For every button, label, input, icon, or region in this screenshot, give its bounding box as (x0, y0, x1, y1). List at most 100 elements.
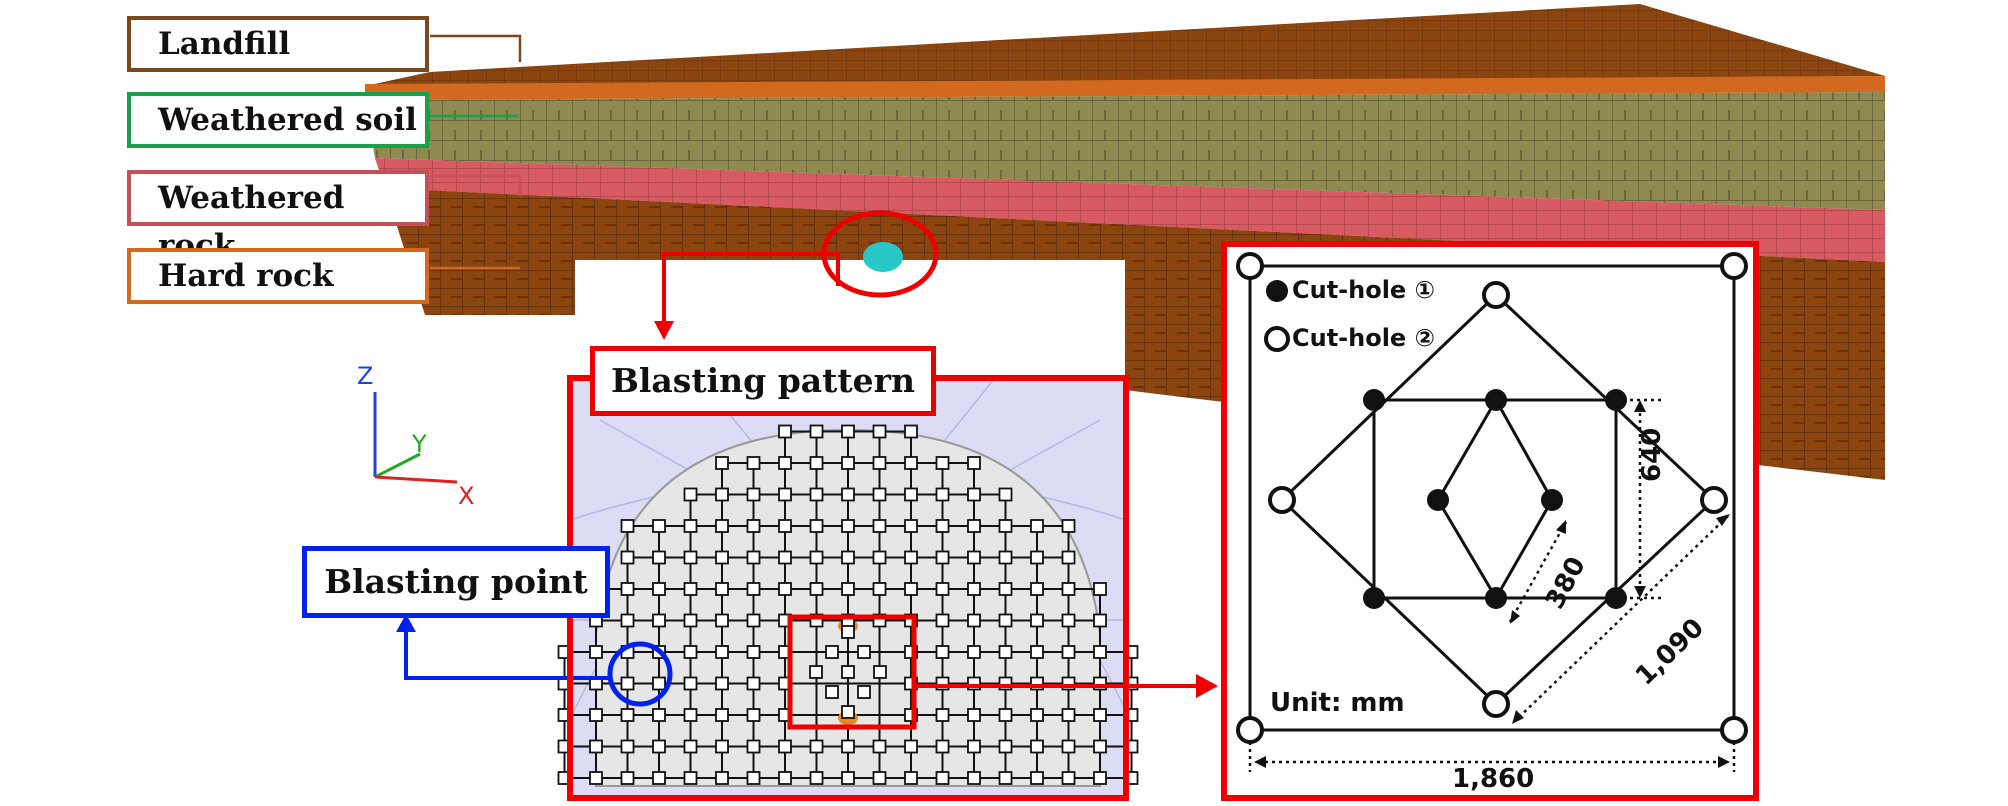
blast-hole (715, 582, 729, 596)
dim-1860: 1,860 (1452, 764, 1535, 794)
blast-hole (620, 550, 635, 565)
tunnel-mesh (863, 242, 903, 272)
blast-hole (809, 456, 824, 470)
cut-hole-2 (1482, 690, 1510, 718)
blast-hole (652, 519, 666, 533)
blast-hole (935, 550, 950, 565)
blast-hole (841, 519, 855, 533)
blast-hole (715, 613, 729, 628)
blast-hole (935, 582, 950, 596)
blast-hole (1030, 708, 1044, 722)
blasting-point-label: Blasting point (302, 546, 610, 618)
cut-hole-2 (1720, 252, 1748, 280)
blast-hole (620, 676, 635, 691)
blast-hole (841, 487, 855, 502)
cut-hole-1 (1541, 489, 1563, 511)
outer-square (1248, 264, 1736, 732)
legend-cut-hole-1: Cut-hole ① (1292, 276, 1435, 304)
blast-hole (652, 582, 666, 596)
blast-hole (872, 771, 887, 785)
blast-hole (841, 424, 855, 439)
blast-hole (809, 487, 824, 502)
blast-hole (872, 424, 887, 439)
blast-hole (1061, 708, 1076, 722)
blast-hole (715, 487, 729, 502)
blast-hole (998, 550, 1013, 565)
blast-hole (746, 456, 761, 470)
blast-hole (652, 771, 666, 785)
label-hard-rock: Hard rock (127, 248, 429, 304)
blast-hole (620, 771, 635, 785)
blast-hole (998, 739, 1013, 754)
blast-hole (825, 645, 839, 659)
blast-hole (589, 771, 603, 785)
cut-hole-1 (1363, 389, 1385, 411)
blasting-pattern-title: Blasting pattern (590, 346, 936, 416)
blast-hole (683, 708, 698, 722)
blast-hole (620, 519, 635, 533)
blast-hole (809, 550, 824, 565)
blast-hole (620, 739, 635, 754)
cut-hole-1 (1363, 587, 1385, 609)
blast-hole (778, 550, 792, 565)
blast-hole (1093, 582, 1107, 596)
blast-hole (998, 582, 1013, 596)
blast-hole (809, 771, 824, 785)
blast-hole (778, 582, 792, 596)
blast-hole (652, 708, 666, 722)
blast-hole (1061, 771, 1076, 785)
blast-hole (1061, 519, 1076, 533)
blast-hole (1030, 771, 1044, 785)
unit-label: Unit: mm (1270, 688, 1405, 718)
label-landfill: Landfill (127, 16, 429, 72)
blast-hole (998, 771, 1013, 785)
blast-hole (683, 582, 698, 596)
blast-hole (746, 613, 761, 628)
blast-hole (873, 665, 887, 679)
blast-hole (967, 487, 981, 502)
blast-hole (715, 676, 729, 691)
blast-hole (872, 550, 887, 565)
blast-hole (967, 645, 981, 659)
blast-hole (1061, 645, 1076, 659)
blast-hole (1093, 771, 1107, 785)
blast-hole (904, 550, 918, 565)
axis-z-label: Z (357, 362, 374, 390)
blast-hole (998, 519, 1013, 533)
blast-hole (841, 625, 855, 639)
blast-hole (809, 519, 824, 533)
blast-hole (778, 739, 792, 754)
blast-hole (589, 708, 603, 722)
legend-open-icon (1264, 326, 1290, 352)
blast-hole (746, 739, 761, 754)
blast-hole (967, 708, 981, 722)
blast-hole (683, 771, 698, 785)
blast-hole (998, 613, 1013, 628)
blast-hole (715, 519, 729, 533)
blast-hole (715, 771, 729, 785)
legend-filled-icon (1266, 280, 1288, 302)
blast-hole (589, 645, 603, 659)
blast-hole (683, 613, 698, 628)
blast-hole (841, 705, 855, 719)
blast-hole (967, 613, 981, 628)
blast-hole (715, 739, 729, 754)
blast-hole (1030, 645, 1044, 659)
blast-hole (1030, 582, 1044, 596)
blast-hole (998, 645, 1013, 659)
blast-hole (935, 487, 950, 502)
blast-hole (683, 645, 698, 659)
blast-hole (683, 550, 698, 565)
label-weathered-soil: Weathered soil (127, 92, 429, 148)
blast-hole (904, 456, 918, 470)
blast-hole (841, 550, 855, 565)
cut-hole-1 (1485, 389, 1507, 411)
axis-x-label: X (458, 482, 475, 510)
blast-hole (1061, 613, 1076, 628)
blasting-point-circle (607, 641, 673, 707)
axis-triad (373, 392, 458, 484)
blast-hole (809, 424, 824, 439)
blast-hole (841, 456, 855, 470)
blast-hole (652, 550, 666, 565)
